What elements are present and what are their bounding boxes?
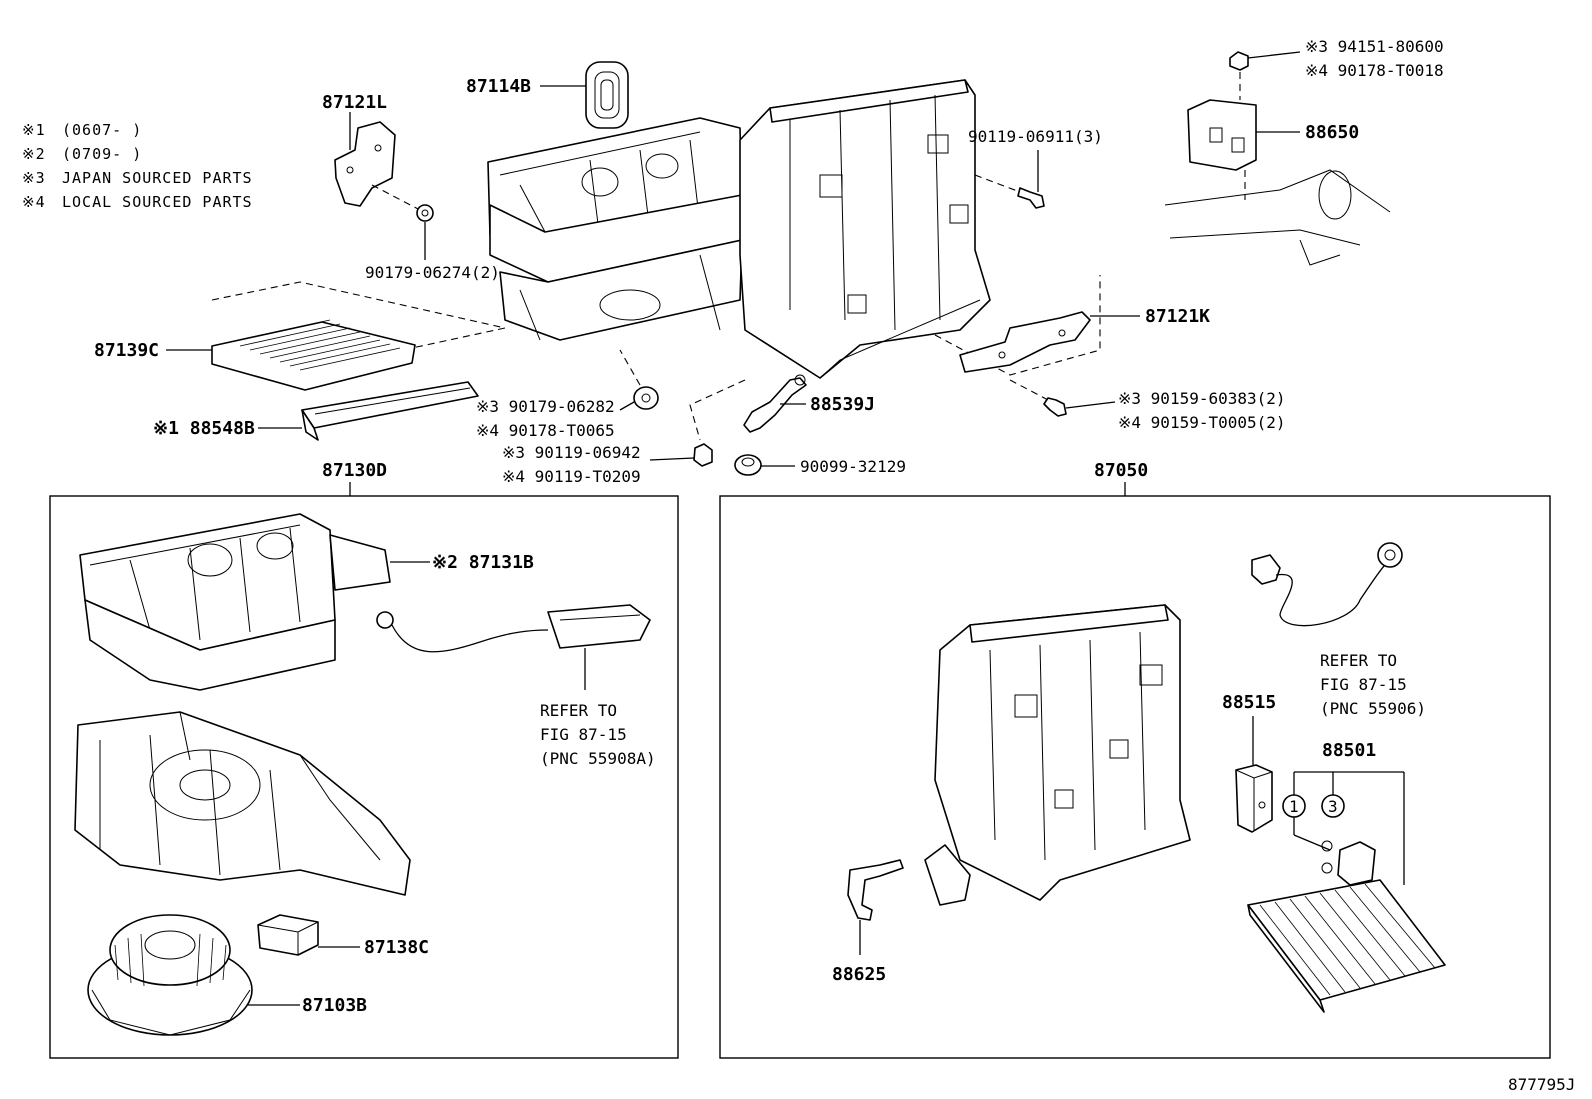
label-90179-06282: ※3 90179-06282 (476, 397, 615, 416)
note-1: ※1 (22, 121, 46, 139)
label-88515: 88515 (1222, 692, 1276, 713)
heater-case-87050 (924, 604, 1191, 906)
label-87114B: 87114B (466, 76, 531, 97)
part-88650[interactable]: 88650 (1164, 99, 1391, 266)
part-88539J[interactable]: 88539J (689, 374, 875, 441)
note-3: ※3 (22, 169, 46, 187)
note-2: ※2 (22, 145, 46, 163)
part-88501[interactable]: 88501 1 3 (1247, 740, 1446, 1013)
label-87050: 87050 (1094, 460, 1148, 481)
hvac-assembly (487, 79, 991, 379)
note-1-text: (0607- ) (62, 121, 142, 139)
label-87103B: 87103B (302, 995, 367, 1016)
note-2-text: (0709- ) (62, 145, 142, 163)
label-90119-T0209: ※4 90119-T0209 (502, 467, 641, 486)
label-87121L: 87121L (322, 92, 387, 113)
label-90159-T0005: ※4 90159-T0005(2) (1118, 413, 1286, 432)
label-88625: 88625 (832, 964, 886, 985)
part-88548B[interactable]: ※1 88548B (153, 381, 479, 441)
label-90119-06911: 90119-06911(3) (968, 127, 1103, 146)
label-90159-60383: ※3 90159-60383(2) (1118, 389, 1286, 408)
part-87121K[interactable]: 87121K (934, 275, 1210, 376)
refer-right-line3: (PNC 55906) (1320, 699, 1426, 718)
refer-left-line2: FIG 87-15 (540, 725, 627, 744)
label-90179-06274: 90179-06274(2) (365, 263, 500, 282)
note-3-text: JAPAN SOURCED PARTS (62, 169, 253, 187)
label-88539J: 88539J (810, 394, 875, 415)
label-87138C: 87138C (364, 937, 429, 958)
label-88501: 88501 (1322, 740, 1376, 761)
part-87139C[interactable]: 87139C (94, 281, 506, 391)
part-87103B[interactable]: 87103B (87, 914, 367, 1036)
part-94151-80600[interactable]: ※3 94151-80600 ※4 90178-T0018 (1229, 37, 1444, 100)
refer-left-line3: (PNC 55908A) (540, 749, 656, 768)
part-88625[interactable]: 88625 (832, 859, 904, 985)
part-90179-06274[interactable]: 90179-06274(2) (365, 204, 500, 282)
part-90119-06911[interactable]: 90119-06911(3) (968, 127, 1103, 209)
note-4-text: LOCAL SOURCED PARTS (62, 193, 253, 211)
label-87130D: 87130D (322, 460, 387, 481)
label-88548B: ※1 88548B (153, 418, 255, 439)
refer-right-line2: FIG 87-15 (1320, 675, 1407, 694)
ref-circle-3-label: 3 (1328, 797, 1338, 816)
label-87121K: 87121K (1145, 306, 1210, 327)
label-90178-T0065: ※4 90178-T0065 (476, 421, 615, 440)
notes-legend: ※1 (0607- ) ※2 (0709- ) ※3 JAPAN SOURCED… (22, 121, 253, 211)
label-87139C: 87139C (94, 340, 159, 361)
blower-case-lower (74, 711, 411, 896)
part-90099-32129[interactable]: 90099-32129 (734, 454, 906, 476)
sensor-harness-left[interactable]: REFER TO FIG 87-15 (PNC 55908A) (376, 604, 656, 768)
refer-right-line1: REFER TO (1320, 651, 1397, 670)
label-87131B: ※2 87131B (432, 552, 534, 573)
part-87138C[interactable]: 87138C (257, 914, 429, 958)
part-87114B[interactable]: 87114B (466, 61, 629, 129)
label-88650: 88650 (1305, 122, 1359, 143)
group-box-87130D (49, 495, 679, 1059)
note-4: ※4 (22, 193, 46, 211)
sensor-harness-right[interactable]: REFER TO FIG 87-15 (PNC 55906) (1251, 542, 1426, 718)
label-94151-80600: ※3 94151-80600 (1305, 37, 1444, 56)
figure-id: 877795J (1508, 1075, 1575, 1094)
refer-left-line1: REFER TO (540, 701, 617, 720)
group-box-87050 (719, 495, 1551, 1059)
label-90099-32129: 90099-32129 (800, 457, 906, 476)
label-90178-T0018: ※4 90178-T0018 (1305, 61, 1444, 80)
label-90119-06942: ※3 90119-06942 (502, 443, 641, 462)
part-90179-06282[interactable]: ※3 90179-06282 ※4 90178-T0065 (476, 349, 659, 440)
part-88515[interactable]: 88515 (1222, 692, 1276, 833)
ref-circle-3 (1321, 794, 1345, 818)
part-90159-60383[interactable]: ※3 90159-60383(2) ※4 90159-T0005(2) (1009, 379, 1286, 432)
part-90119-06942[interactable]: ※3 90119-06942 ※4 90119-T0209 (502, 443, 713, 486)
ref-circle-1-label: 1 (1289, 797, 1299, 816)
part-87131B[interactable]: ※2 87131B (79, 513, 534, 691)
part-87121L[interactable]: 87121L (322, 92, 421, 211)
